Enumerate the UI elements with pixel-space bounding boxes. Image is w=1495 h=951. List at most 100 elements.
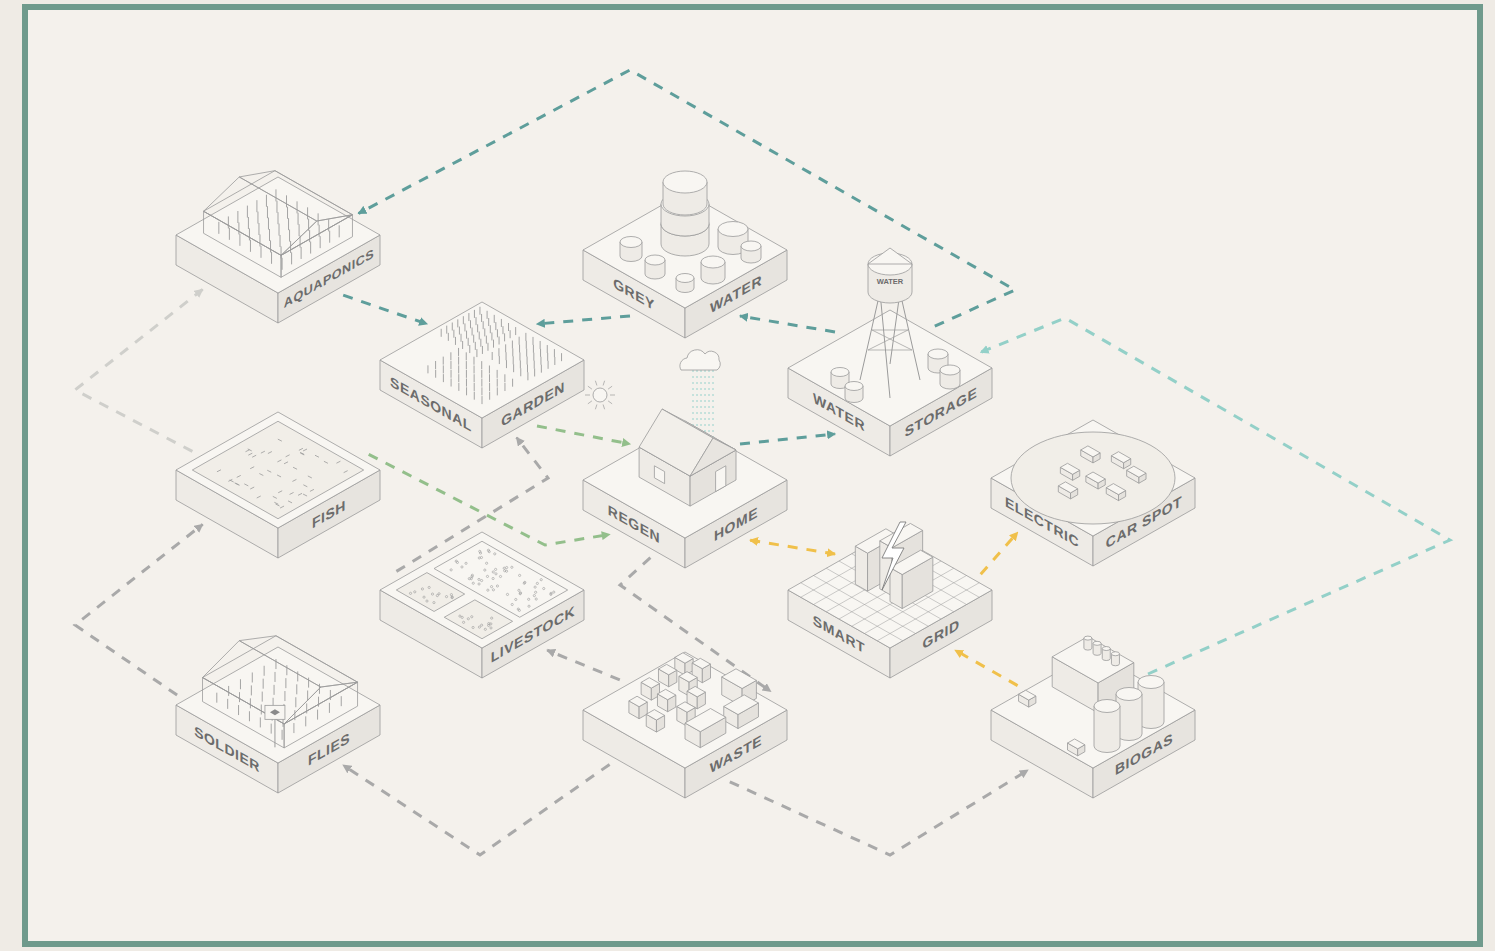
- tile-illustration-part: [831, 368, 849, 377]
- tile-illustration-part: [718, 222, 748, 237]
- tile-illustration: [629, 653, 759, 748]
- tile-illustration-part: [450, 569, 452, 571]
- tile-illustration-part: [499, 575, 501, 577]
- tile-illustration-part: [276, 201, 277, 213]
- tile-illustration-part: [603, 405, 605, 410]
- tile-illustration-part: [431, 593, 433, 595]
- tile-illustration-part: [448, 333, 449, 341]
- tile-illustration-part: [319, 225, 320, 237]
- tile-illustration-part: [297, 201, 298, 213]
- tile-illustration-part: [282, 258, 283, 270]
- tile-illustration-part: [247, 206, 248, 218]
- tile-illustration-part: [261, 705, 262, 715]
- tile-illustration-part: [488, 318, 489, 326]
- tile-illustration-part: [458, 383, 459, 391]
- tile-illustration-part: [553, 591, 555, 593]
- tile-illustration-part: [294, 710, 295, 720]
- tile-illustration-part: [204, 171, 353, 256]
- tile-illustration-part: [278, 491, 282, 493]
- tile-illustration-part: [259, 474, 263, 476]
- tile-illustration-part: [677, 702, 695, 712]
- tile-illustration-part: [217, 470, 221, 472]
- tile-illustration-part: [1102, 647, 1110, 651]
- tile-illustration-part: [299, 448, 303, 450]
- tile-illustration-part: [483, 321, 484, 329]
- tile-illustration-part: [716, 466, 726, 492]
- tile-illustration-part: [261, 246, 262, 258]
- tile-illustration-part: [498, 348, 499, 356]
- tile-illustration-part: [724, 695, 759, 715]
- tile-illustration-part: [470, 320, 471, 328]
- tile-illustration-part: [513, 356, 514, 364]
- tile-illustration-part: [868, 350, 912, 351]
- tile-illustration-part: [519, 345, 520, 353]
- tile-illustration-part: [491, 332, 492, 340]
- tile-illustration-part: [237, 211, 238, 223]
- tile-illustration: [203, 636, 358, 748]
- tile-illustration-part: [245, 450, 249, 452]
- tile-illustration-part: [298, 213, 299, 225]
- tile-illustration-part: [458, 365, 459, 373]
- tile-illustration-part: [535, 591, 537, 593]
- tile-illustration-part: [260, 717, 261, 727]
- tile-illustration-part: [595, 405, 597, 410]
- iso-tile: AQUAPONICS: [176, 177, 380, 323]
- tile-illustration-part: [1111, 452, 1130, 463]
- tile-illustration-part: [663, 171, 707, 193]
- tile-illustration-part: [506, 566, 508, 568]
- tile-illustration: [585, 350, 736, 506]
- tile-illustration-part: [675, 653, 693, 663]
- tile-illustration-part: [525, 333, 526, 341]
- tile-illustration-part: [489, 383, 490, 391]
- tile-illustration-part: [466, 352, 467, 360]
- tile-illustration-part: [240, 679, 241, 689]
- tile-illustration-part: [504, 374, 505, 382]
- tile-illustration-part: [458, 348, 459, 356]
- tile-illustration-part: [478, 583, 480, 585]
- iso-tile: LIVESTOCK: [380, 532, 584, 678]
- tile-illustration-part: [264, 666, 265, 676]
- tile-illustration-part: [489, 366, 490, 374]
- tile-illustration-part: [267, 206, 268, 218]
- tile-illustration-part: [610, 395, 615, 396]
- tile-illustration-part: [487, 343, 488, 351]
- tile-illustration-part: [471, 574, 473, 576]
- tile-illustration-part: [250, 698, 251, 708]
- tile-illustration-part: [486, 336, 487, 344]
- tile-illustration-part: [474, 374, 475, 382]
- tile-illustration-part: [279, 224, 280, 236]
- tile-illustration-part: [252, 672, 253, 682]
- tile-illustration-part: [435, 361, 436, 369]
- tile-illustration-part: [722, 669, 757, 689]
- frame: [25, 7, 1480, 944]
- tile-illustration-part: [436, 594, 438, 596]
- tile-shape-part: [176, 412, 380, 528]
- tile-illustration-part: [490, 325, 491, 333]
- flow-arrow: [740, 316, 835, 332]
- tile-illustration-part: [473, 357, 474, 365]
- tile-illustration-part: [687, 686, 705, 696]
- tile-illustration-part: [502, 326, 503, 334]
- tile-illustration-part: [482, 396, 483, 404]
- flow-arrow: [620, 558, 771, 692]
- tile-illustration-part: [504, 570, 506, 572]
- tile-illustration-part: [512, 348, 513, 356]
- tile-illustration-part: [492, 571, 494, 573]
- tile-illustration-part: [535, 598, 537, 600]
- tile-shape: [380, 302, 584, 448]
- tile-illustration-part: [445, 596, 447, 598]
- tile-illustration-part: [229, 228, 230, 240]
- tile-illustration-part: [526, 341, 527, 349]
- tile-illustration-part: [250, 240, 251, 252]
- tile-illustration-part: [497, 329, 498, 337]
- tile-shape-part: [788, 310, 992, 426]
- iso-tile: ELECTRICCAR SPOT: [991, 420, 1195, 566]
- tile-illustration-part: [692, 658, 710, 668]
- tile-illustration-part: [482, 346, 483, 354]
- tile-illustration-part: [275, 189, 276, 201]
- tile-illustration-part: [486, 575, 488, 577]
- tile-illustration-part: [620, 237, 642, 248]
- tile-illustration-part: [496, 585, 498, 587]
- tile-illustration-part: [492, 352, 493, 360]
- tile-illustration-part: [268, 452, 272, 454]
